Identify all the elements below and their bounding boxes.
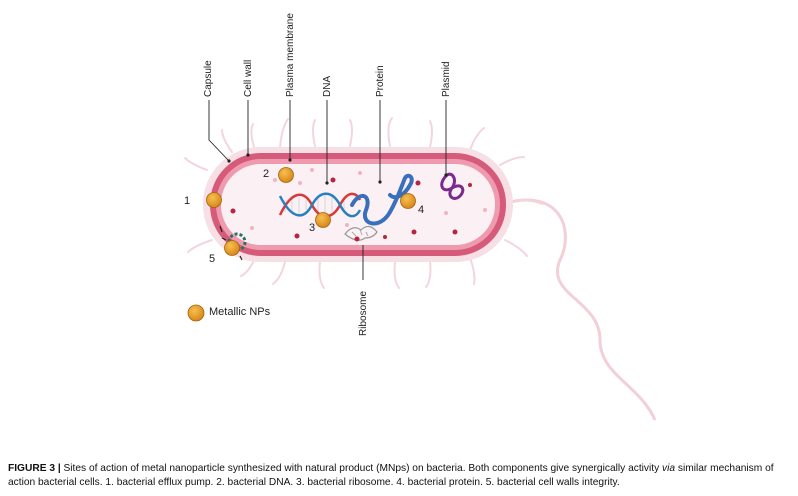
plasmid (440, 172, 465, 200)
nanoparticle-site-5 (224, 240, 240, 256)
flagellum (499, 198, 657, 421)
label-protein: Protein (375, 65, 386, 97)
site-number-1: 1 (184, 195, 190, 207)
bacteria-diagram: Capsule Cell wall Plasma membrane DNA Pr… (184, 13, 657, 421)
legend-nanoparticle-icon (187, 304, 205, 322)
cytoplasm-dots (230, 177, 472, 239)
caption-text-2: similar mechanism of action bacterial ce… (8, 463, 774, 488)
nanoparticle-site-3 (315, 212, 331, 228)
cytoplasm (221, 164, 495, 245)
pili (184, 117, 543, 289)
site-number-2: 2 (263, 168, 269, 180)
figure-caption: FIGURE 3 | Sites of action of metal nano… (8, 462, 794, 490)
caption-text-1: Sites of action of metal nanoparticle sy… (60, 463, 663, 474)
nanoparticles (187, 167, 416, 322)
site-number-4: 4 (418, 204, 424, 216)
legend-label: Metallic NPs (209, 306, 271, 318)
site-number-3: 3 (309, 222, 315, 234)
nanoparticle-site-4 (400, 193, 416, 209)
protein-chain (350, 173, 414, 226)
label-capsule: Capsule (203, 60, 214, 97)
wall-damage-marks (219, 225, 243, 261)
label-plasma-membrane: Plasma membrane (285, 13, 296, 97)
site-number-5: 5 (209, 253, 215, 265)
leader-ends (227, 153, 448, 185)
nanoparticle-site-1 (206, 192, 222, 208)
label-ribosome: Ribosome (358, 291, 369, 336)
ribosome (344, 225, 378, 242)
nanoparticle-site-2 (278, 167, 294, 183)
label-dna: DNA (322, 76, 333, 97)
label-plasmid: Plasmid (441, 61, 452, 97)
caption-italic: via (662, 463, 676, 474)
caption-figure-label: FIGURE 3 | (8, 463, 61, 474)
label-cell-wall: Cell wall (243, 60, 254, 97)
leader-lines (208, 100, 447, 280)
cytoplasm-light-dots (250, 168, 487, 230)
